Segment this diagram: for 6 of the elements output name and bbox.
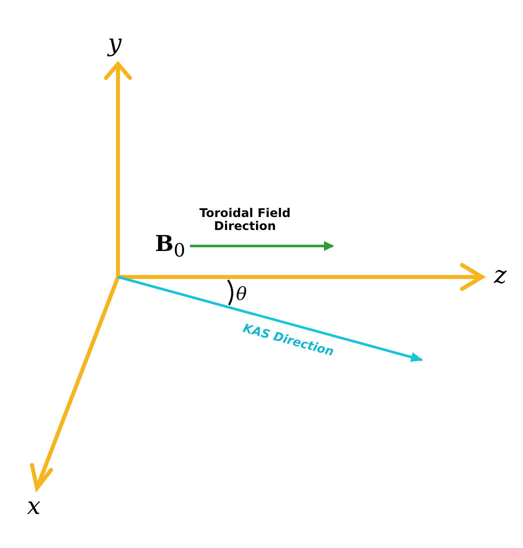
axis-label: y bbox=[108, 30, 122, 56]
angle-label: θ bbox=[236, 285, 247, 305]
field-label: B$_{0}$ bbox=[155, 232, 186, 262]
axis-label: z bbox=[494, 262, 507, 288]
axis-label: x bbox=[27, 493, 41, 520]
direction-label: Toroidal Field Direction bbox=[198, 207, 292, 234]
